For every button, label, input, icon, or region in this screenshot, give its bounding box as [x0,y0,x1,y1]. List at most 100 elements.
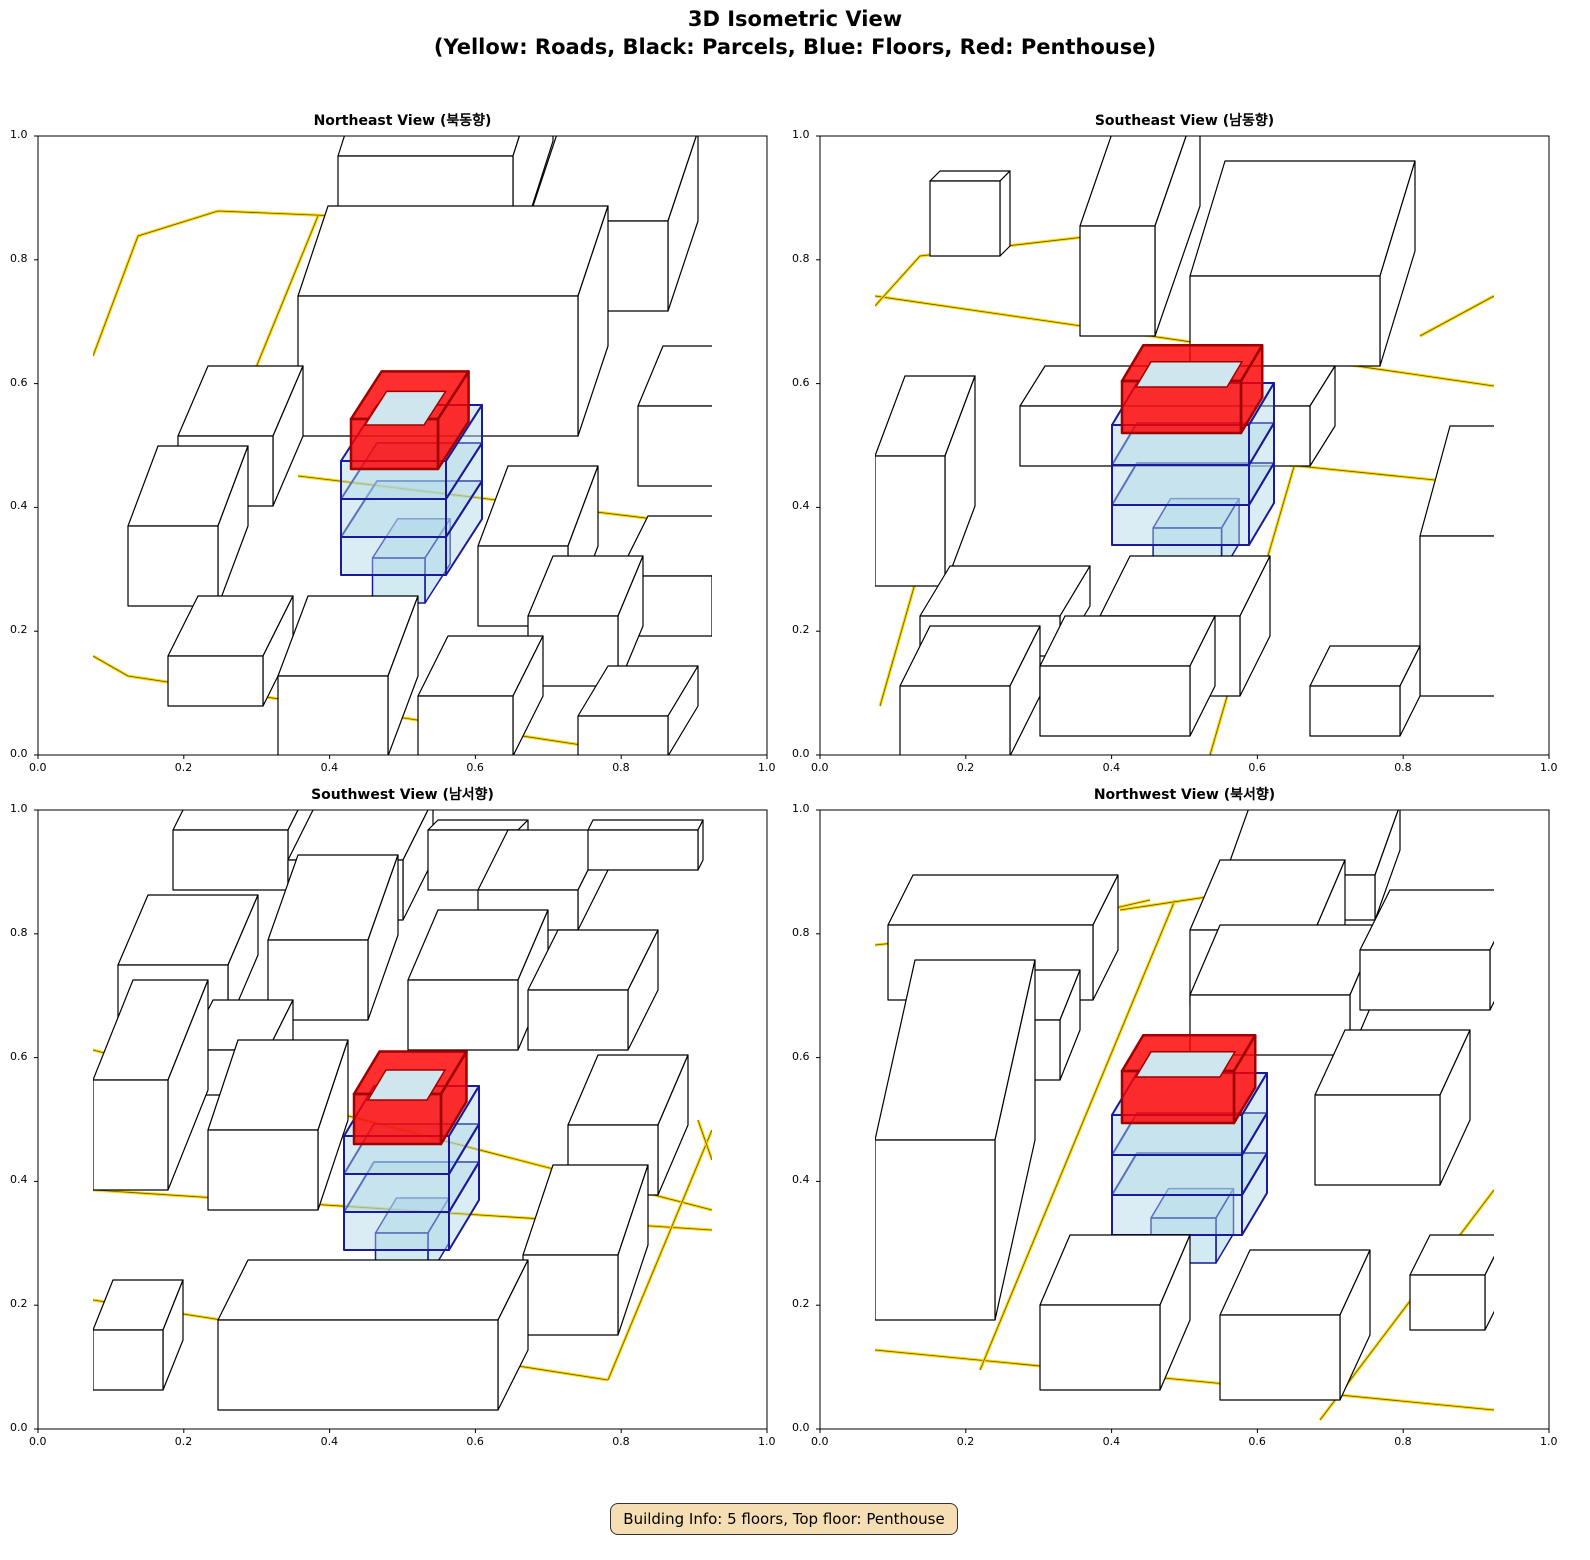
x-tick-label: 0.0 [29,761,47,774]
figure-title: 3D Isometric View (Yellow: Roads, Black:… [0,5,1590,61]
x-tick-label: 0.0 [29,1435,47,1448]
parcel-building [527,555,644,687]
axes-frame [37,135,768,756]
x-tick-label: 0.6 [1248,1435,1266,1448]
x-tick-label: 0.8 [612,761,630,774]
y-tick-label: 0.4 [10,1173,28,1187]
parcel-building [207,1039,349,1211]
y-tick-label: 0.6 [10,375,28,389]
y-tick-label: 0.0 [10,747,28,760]
target-building [340,370,483,604]
y-tick-label: 0.8 [792,251,810,265]
road [606,1129,712,1381]
parcel-building [277,595,419,755]
parcel-building [875,959,1036,1321]
x-tick-label: 0.8 [612,1435,630,1448]
floor-1 [1111,1152,1268,1236]
axes-frame [819,135,1550,756]
y-tick-label: 1.0 [10,802,28,815]
x-tick-label: 1.0 [758,761,776,774]
x-tick-label: 0.6 [466,761,484,774]
title-line-2: (Yellow: Roads, Black: Parcels, Blue: Fl… [433,35,1157,59]
parcel-building [167,595,294,707]
parcel-building [1419,425,1494,697]
axes-frame [37,809,768,1430]
parcel-building [1039,615,1216,737]
road [696,1119,712,1161]
x-tick-label: 0.6 [466,1435,484,1448]
axes-frame [819,809,1550,1430]
penthouse-opening [1134,361,1244,388]
panel-title-northeast: Northeast View (북동향) [313,113,492,129]
parcel-building [577,665,699,755]
axes-southwest [34,809,768,1433]
x-tick-label: 0.4 [320,761,339,774]
parcel-building [1409,1234,1494,1331]
road [93,209,339,357]
x-tick-label: 1.0 [1540,761,1558,774]
axes-southeast [816,135,1550,759]
x-tick-label: 1.0 [758,1435,776,1448]
y-tick-label: 0.2 [792,1297,810,1311]
penthouse [1120,344,1264,435]
axes-northwest [816,809,1550,1433]
y-tick-label: 0.0 [10,1421,28,1434]
x-tick-label: 0.2 [956,761,975,774]
target-building [1111,344,1275,574]
panel-title-southwest: Southwest View (남서향) [311,787,494,803]
y-tick-label: 0.0 [792,1421,810,1434]
target-building [343,1050,480,1279]
parcel-building [127,445,249,607]
parcel-building [637,345,712,487]
road [1419,294,1494,338]
axes-northeast [34,135,768,759]
y-tick-label: 0.8 [792,925,810,939]
y-tick-label: 0.2 [10,623,28,637]
y-tick-label: 0.4 [792,1173,810,1187]
y-tick-label: 0.4 [792,499,810,513]
parcel-building [1309,645,1421,737]
panel-title-northwest: Northwest View (북서향) [1093,787,1276,803]
target-building [1111,1034,1268,1264]
parcel-building [929,170,1011,257]
y-tick-label: 0.8 [10,251,28,265]
x-tick-label: 0.8 [1394,1435,1412,1448]
x-tick-label: 0.0 [811,1435,829,1448]
y-tick-label: 0.6 [792,1049,810,1063]
x-tick-label: 0.2 [174,761,193,774]
x-tick-label: 0.4 [1102,761,1121,774]
parcel-building [587,819,704,871]
basement-floor [371,518,451,604]
parcel-building [407,909,549,1051]
y-tick-label: 1.0 [792,802,810,815]
parcel-building [93,979,209,1191]
y-tick-label: 0.6 [792,375,810,389]
x-tick-label: 0.2 [174,1435,193,1448]
y-tick-label: 0.2 [792,623,810,637]
parcel-building [1079,136,1201,337]
penthouse-opening [1134,1051,1237,1078]
parcel-building [1189,160,1416,367]
y-tick-label: 0.6 [10,1049,28,1063]
parcel-building [1219,1249,1371,1401]
x-tick-label: 1.0 [1540,1435,1558,1448]
building-info-box: Building Info: 5 floors, Top floor: Pent… [610,1503,958,1535]
parcel-building [1359,889,1494,1011]
road [875,1348,1494,1412]
x-tick-label: 0.0 [811,761,829,774]
parcel-building [899,625,1041,755]
parcel-building [417,635,544,755]
parcel-building [875,375,976,587]
parcel-building [522,1164,649,1336]
penthouse-opening [366,1069,447,1101]
parcel-building [93,1279,184,1391]
y-tick-label: 0.8 [10,925,28,939]
parcel-building [527,929,659,1051]
panel-title-southeast: Southeast View (남동향) [1094,113,1275,129]
x-tick-label: 0.8 [1394,761,1412,774]
x-tick-label: 0.4 [320,1435,339,1448]
x-tick-label: 0.4 [1102,1435,1121,1448]
parcel-building [1039,1234,1191,1391]
y-tick-label: 0.2 [10,1297,28,1311]
